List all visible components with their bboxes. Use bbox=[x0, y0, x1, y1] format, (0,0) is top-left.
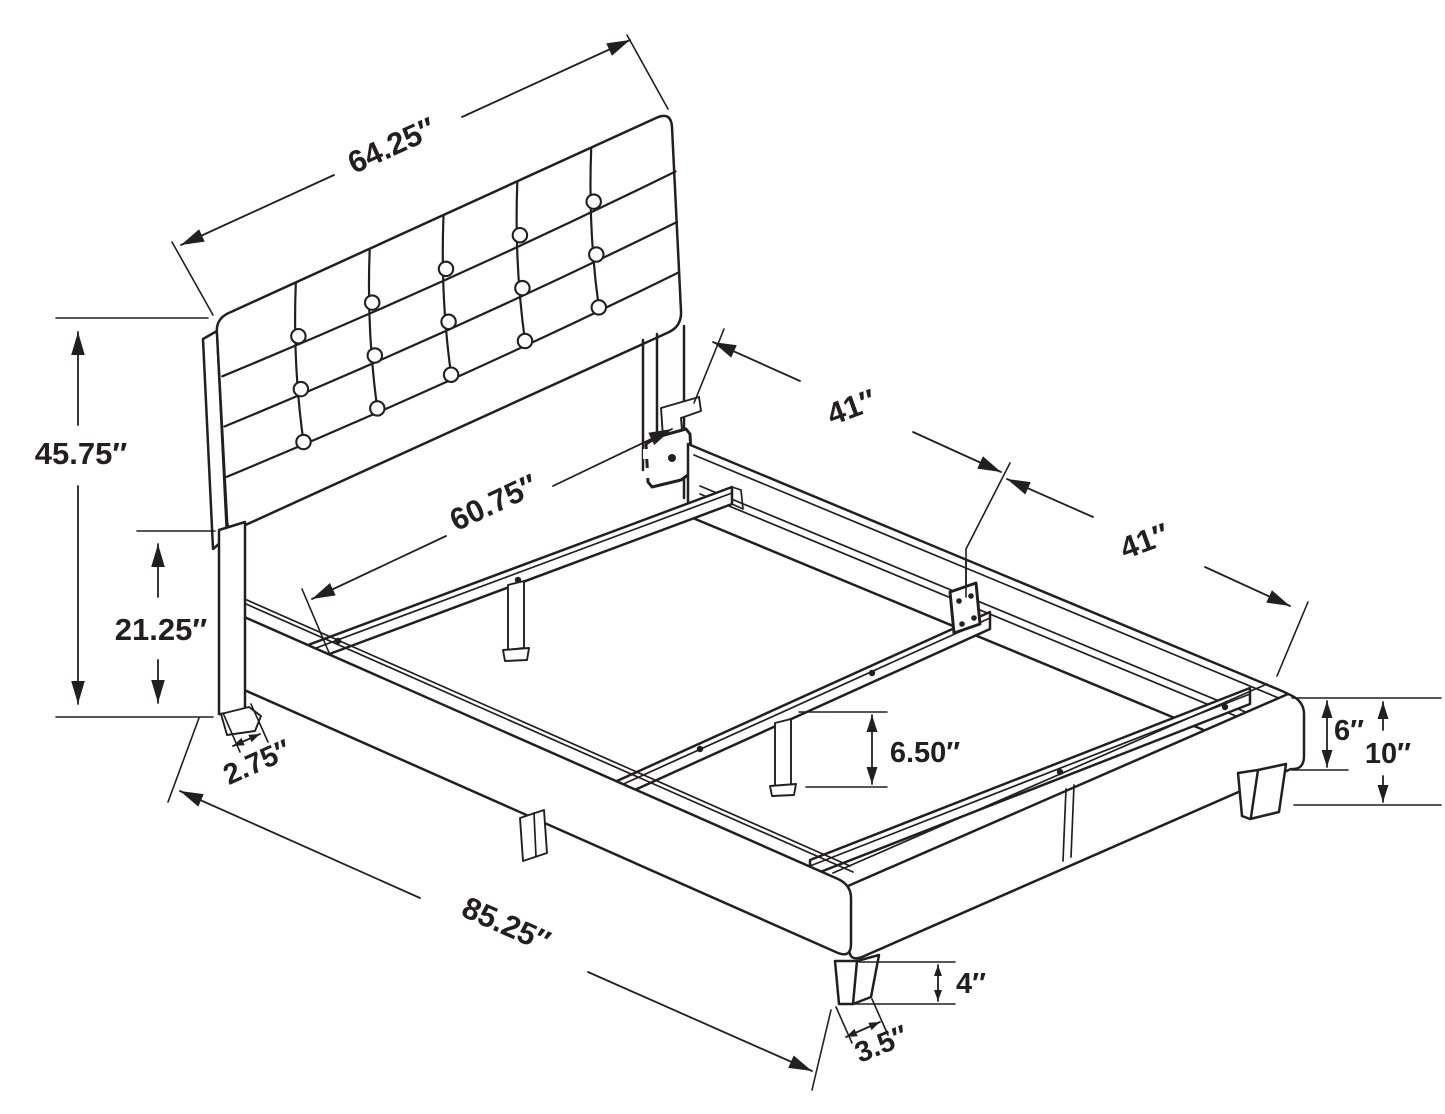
foot-rail-face bbox=[846, 692, 1306, 960]
dim-rail-segment-a: 41″ bbox=[693, 328, 1002, 473]
middle-slat bbox=[573, 581, 992, 819]
dim-foot-leg-height-label: 4″ bbox=[956, 968, 986, 1000]
headboard-buttons bbox=[290, 193, 608, 451]
head-slat bbox=[298, 485, 744, 667]
dim-side-rail-height: 6″ bbox=[1291, 697, 1442, 771]
dim-slat-length-label: 60.75″ bbox=[444, 467, 543, 538]
dim-center-leg-height: 6.50″ bbox=[798, 711, 960, 788]
slat-rails bbox=[298, 485, 1252, 878]
middle-slat-center-leg bbox=[774, 718, 792, 787]
dim-center-leg-height-label: 6.50″ bbox=[890, 737, 960, 769]
dim-rail-segment-b-label: 41″ bbox=[1115, 516, 1173, 566]
dim-headboard-width-label: 64.25″ bbox=[342, 110, 441, 180]
left-rail-face bbox=[231, 610, 853, 956]
headboard-tuft-seams-vertical bbox=[293, 147, 600, 444]
dim-foot-leg-width-label: 3.5″ bbox=[850, 1020, 912, 1070]
dim-headboard-height-label: 45.75″ bbox=[35, 436, 128, 471]
front-rails bbox=[231, 596, 1306, 1006]
head-slat-center-leg bbox=[507, 580, 525, 651]
dim-rail-segment-a-label: 41″ bbox=[822, 382, 880, 432]
right-corner-leg bbox=[1236, 762, 1288, 821]
middle-slat-end-plate bbox=[948, 581, 982, 635]
dim-headboard-lower-height: 21.25″ bbox=[115, 530, 216, 704]
left-rail-mid-leg bbox=[519, 809, 548, 862]
dim-total-side-height: 10″ bbox=[1293, 701, 1442, 806]
dim-overall-length-label: 85.25″ bbox=[457, 890, 556, 960]
front-foot-leg bbox=[833, 953, 881, 1006]
dim-headboard-leg-depth-label: 2.75″ bbox=[219, 734, 296, 792]
headboard bbox=[201, 114, 702, 551]
dim-total-side-height-label: 10″ bbox=[1365, 738, 1411, 770]
dim-foot-leg-width: 3.5″ bbox=[835, 998, 913, 1070]
dim-side-rail-height-label: 6″ bbox=[1334, 715, 1364, 747]
dim-foot-leg-height: 4″ bbox=[848, 961, 986, 1005]
dim-headboard-height: 45.75″ bbox=[35, 317, 214, 718]
post-mounting-plate bbox=[643, 427, 694, 489]
headboard-left-leg bbox=[217, 520, 262, 736]
dim-headboard-lower-height-label: 21.25″ bbox=[115, 612, 208, 647]
